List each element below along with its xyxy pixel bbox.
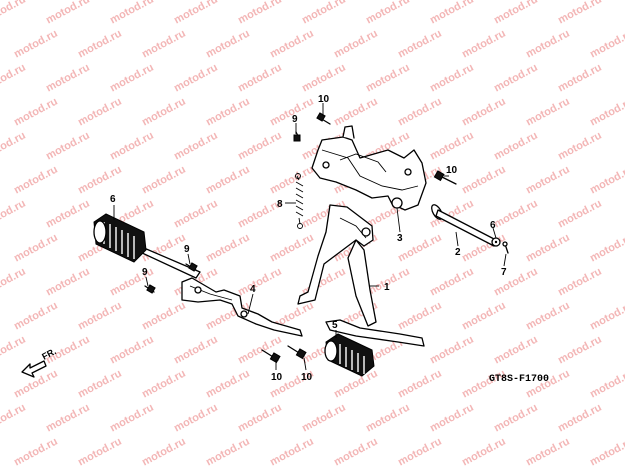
callout-9-top: 9 [292,114,298,125]
part-cotter-pin [502,241,509,254]
part-footpeg-rubber-right [324,333,375,377]
callout-9-mid: 9 [184,244,190,255]
part-bracket [311,125,427,211]
leader-lines [113,103,507,371]
callout-8: 8 [277,199,283,210]
bolt-upper-left [293,131,301,142]
part-kick-lever [139,247,303,337]
callout-6-right: 6 [490,220,496,231]
callout-9-low: 9 [142,267,148,278]
callout-10-right: 10 [446,165,458,176]
callout-10-bottom-a: 10 [271,372,283,383]
callout-10-top: 10 [318,94,330,105]
front-direction-arrow: FR. [21,346,58,378]
callout-6-left: 6 [110,194,116,205]
callout-10-bottom-b: 10 [301,372,313,383]
bolt-bottom-a [261,349,281,364]
bolt-top [316,112,331,125]
part-main-stand [297,204,425,347]
callout-4: 4 [250,284,256,295]
callout-2: 2 [455,247,461,258]
bolt-bottom-b [287,345,307,360]
part-return-spring [295,173,304,229]
bolt-lever-b [144,284,156,294]
part-pivot-shaft [431,204,497,247]
bolt-lever-a [185,262,198,272]
direction-label: FR. [40,346,57,362]
callout-3: 3 [397,233,403,244]
callout-7: 7 [501,267,507,278]
callout-1: 1 [384,282,390,293]
bolt-right [433,170,457,185]
part-washer-right [491,237,501,247]
part-footpeg-rubber-left [93,213,147,263]
callout-5: 5 [332,320,338,331]
figure-code: GT8S-F1700 [489,374,550,385]
